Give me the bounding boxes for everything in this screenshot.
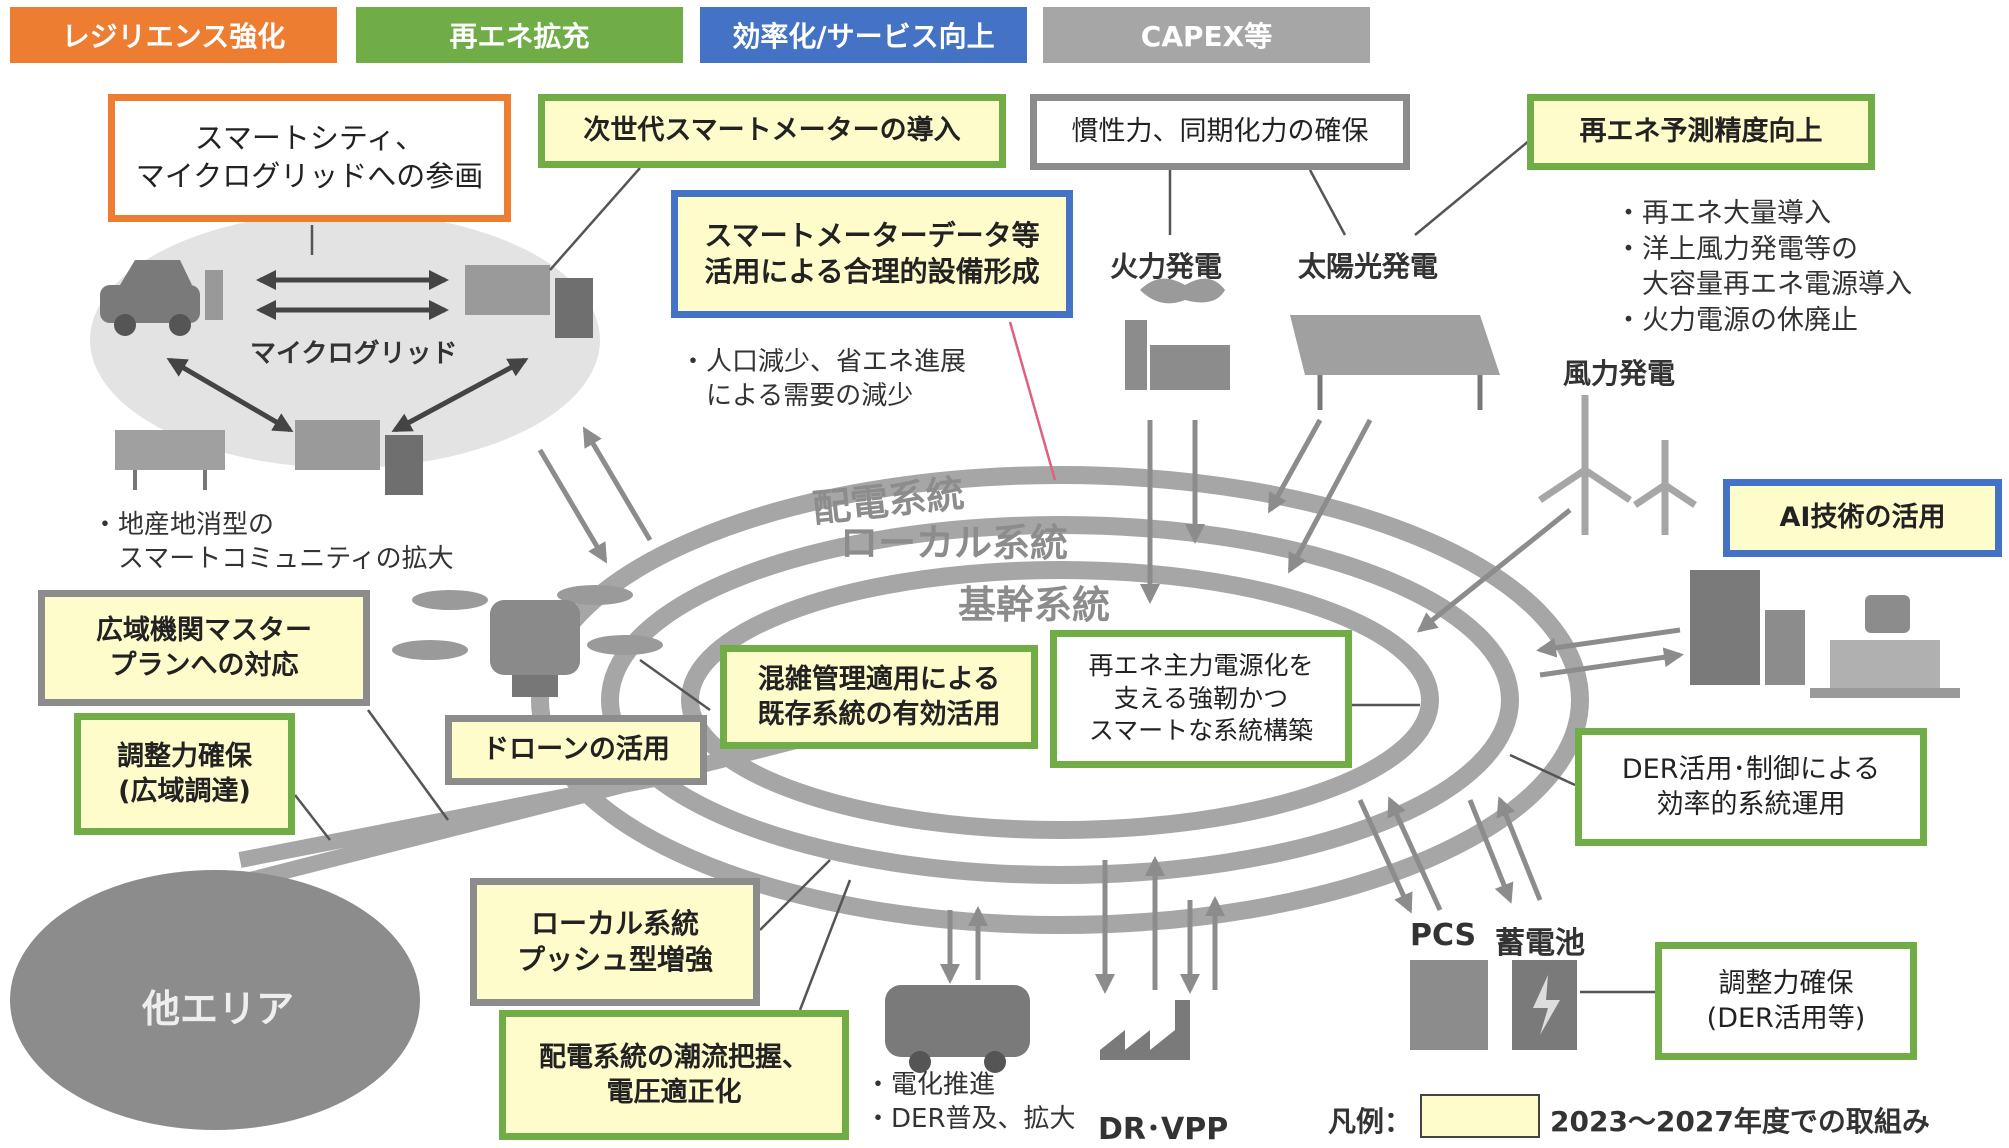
microgrid-solar-icon-1 [465, 265, 593, 338]
ring-trunk [681, 561, 1439, 839]
label-pcs: PCS [1410, 918, 1477, 953]
label-other-area: 他エリア [142, 987, 295, 1031]
arrow-solar-ring-2 [1287, 418, 1373, 574]
box-regulating-der: 調整力確保 (DER活用等) [1655, 942, 1917, 1060]
leader-drone [639, 658, 711, 712]
leader-forecast [1414, 139, 1531, 236]
box-inertia: 慣性力、同期化力の確保 [1030, 94, 1410, 170]
note-renewable-trends: ・再エネ大量導入 ・洋上風力発電等の 大容量再エネ電源導入 ・火力電源の休廃止 [1615, 198, 1912, 336]
drone-icon [392, 585, 663, 697]
legend-description: 2023～2027年度での取組み [1550, 1105, 1930, 1138]
ring-distribution [531, 466, 1589, 934]
microgrid-arrows [166, 270, 529, 433]
solar-farm-icon [1290, 315, 1500, 410]
ai-building-icon [1690, 570, 1805, 685]
pcs-icon [1410, 960, 1488, 1050]
tag-renewable: 再エネ拡充 [356, 7, 683, 63]
tag-efficiency: 効率化/サービス向上 [700, 7, 1027, 63]
factory-icon [1100, 1000, 1190, 1060]
box-smart-city: スマートシティ、 マイクログリッドへの参画 [108, 94, 511, 222]
label-thermal: 火力発電 [1110, 250, 1223, 283]
label-ring-trunk: 基幹系統 [958, 583, 1111, 627]
box-forecast: 再エネ予測精度向上 [1527, 94, 1875, 170]
arrow-wind-ring [1416, 508, 1572, 633]
box-local-push: ローカル系統 プッシュ型増強 [470, 878, 760, 1006]
box-core: 再エネ主力電源化を 支える強靭かつ スマートな系統構築 [1050, 630, 1352, 768]
interconnection-lines [238, 732, 802, 888]
note-local-production: ・地産地消型の スマートコミュニティの拡大 [92, 510, 454, 575]
microgrid-solar-icon-2 [295, 420, 423, 495]
ai-robot-icon [1810, 595, 1960, 698]
battery-icon [1512, 960, 1577, 1050]
tag-capex: CAPEX等 [1043, 7, 1370, 63]
arrow-ai-ring [1536, 627, 1681, 658]
leader-local-push [759, 859, 831, 931]
tag-resilience: レジリエンス強化 [10, 7, 337, 63]
box-regulating-wide: 調整力確保 (広域調達) [74, 713, 295, 835]
box-meter-data: スマートメーターデータ等 活用による合理的設備形成 [671, 190, 1073, 318]
note-ev-der: ・電化推進 ・DER普及、拡大 [865, 1070, 1076, 1135]
box-master-plan: 広域機関マスター プランへの対応 [38, 590, 370, 706]
label-battery: 蓄電池 [1495, 926, 1585, 961]
ev-car-icon [100, 260, 223, 336]
arrow-ring-microgrid [582, 426, 653, 542]
arrow-pcs-ring [1357, 798, 1413, 914]
legend-prefix: 凡例： [1328, 1105, 1413, 1138]
box-der-control: DER活用･制御による 効率的系統運用 [1575, 728, 1927, 846]
solar-panel-small-icon [115, 430, 225, 490]
wind-turbine-icon [1538, 395, 1697, 535]
arrow-ring-pcs [1387, 796, 1443, 912]
arrow-ring-battery [1496, 796, 1543, 901]
note-population: ・人口減少、省エネ進展 による需要の減少 [680, 347, 967, 412]
leader-der-control [1509, 753, 1576, 787]
ev-bus-icon [885, 985, 1030, 1073]
arrow-battery-ring [1467, 799, 1514, 904]
leader-inertia-solar [1308, 169, 1347, 236]
legend-swatch [1420, 1094, 1540, 1138]
arrow-microgrid-ring [537, 448, 608, 564]
label-ring-local: ローカル系統 [840, 521, 1069, 565]
arrow-solar-ring [1267, 418, 1323, 514]
box-next-gen-meter: 次世代スマートメーターの導入 [538, 94, 1006, 168]
leader-master-plan [366, 709, 450, 821]
label-dr-vpp: DR･VPP [1098, 1112, 1229, 1147]
thermal-plant-icon [1125, 278, 1230, 390]
leader-next-gen-meter [549, 167, 641, 271]
leader-meter-data [1008, 321, 1057, 481]
leader-regulating-wide [294, 794, 331, 841]
other-area-blob [10, 870, 420, 1130]
label-solar: 太陽光発電 [1298, 250, 1439, 283]
arrow-ring-ai [1539, 647, 1684, 678]
box-distribution-flow: 配電系統の潮流把握、 電圧適正化 [499, 1010, 849, 1140]
box-congestion: 混雑管理適用による 既存系統の有効活用 [720, 645, 1038, 749]
label-microgrid: マイクログリッド [250, 339, 458, 369]
ring-local [601, 516, 1519, 884]
box-ai: AI技術の活用 [1723, 479, 2002, 557]
box-drone: ドローンの活用 [445, 715, 707, 785]
label-wind: 風力発電 [1563, 357, 1676, 390]
leader-distribution-flow [798, 879, 852, 1011]
